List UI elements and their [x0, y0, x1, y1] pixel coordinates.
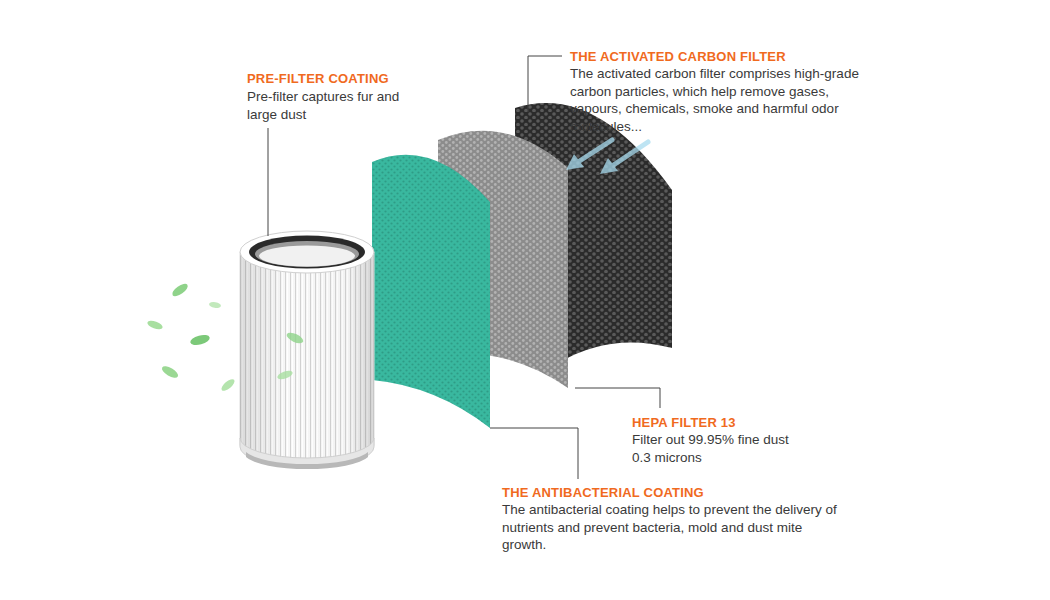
- callout-heading: HEPA FILTER 13: [632, 414, 736, 431]
- prefilter-cylinder: [240, 231, 374, 469]
- airflow-arrows: [566, 140, 648, 174]
- callout-text: The antibacterial coating helps to preve…: [502, 501, 840, 554]
- leader-line: [575, 388, 660, 408]
- callout-text: Pre-filter captures fur and large dust: [247, 88, 407, 123]
- leader-line: [490, 428, 578, 479]
- callout-heading: PRE-FILTER COATING: [247, 70, 389, 87]
- callout-heading: THE ANTIBACTERIAL COATING: [502, 484, 704, 501]
- leaves: [146, 282, 305, 393]
- callout-text: Filter out 99.95% fine dust 0.3 microns: [632, 431, 792, 466]
- leader-line: [528, 56, 562, 112]
- antibacterial-sheet: [372, 155, 490, 428]
- callout-heading: THE ACTIVATED CARBON FILTER: [570, 48, 786, 65]
- callout-text: The activated carbon filter comprises hi…: [570, 65, 882, 135]
- leader-line: [268, 128, 269, 236]
